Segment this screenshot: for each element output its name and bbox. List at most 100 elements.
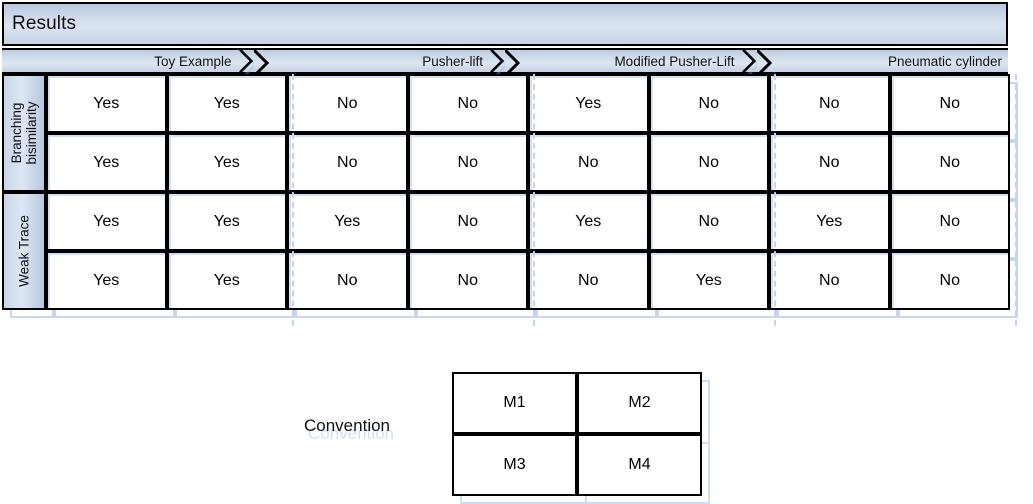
row-group-label-line: bisimilarity <box>24 101 39 165</box>
matrix-cell[interactable]: No <box>648 74 769 133</box>
matrix-cell[interactable]: Yes <box>166 133 287 192</box>
matrix-cell-value: Yes <box>93 212 120 230</box>
column-group-1[interactable]: Toy Example <box>2 48 257 78</box>
convention-cell[interactable]: M1 <box>452 372 577 434</box>
matrix-cell[interactable]: Yes <box>166 251 287 310</box>
group-guide-line-4 <box>1015 74 1017 326</box>
matrix-cell-value: Yes <box>816 212 843 230</box>
matrix-cell-value: Yes <box>213 153 240 171</box>
chevron-right-icon <box>741 48 756 74</box>
matrix-cell-value: Yes <box>93 271 120 289</box>
matrix-cell[interactable]: No <box>648 192 769 251</box>
chevron-notch-icon <box>756 48 772 78</box>
matrix-cell[interactable]: No <box>528 133 649 192</box>
matrix-cell[interactable]: Yes <box>166 74 287 133</box>
chevron-notch-icon <box>505 48 521 78</box>
matrix-cell[interactable]: No <box>769 74 890 133</box>
convention-cell[interactable]: M4 <box>577 434 702 496</box>
chevron-right-icon <box>490 48 505 74</box>
matrix-cell-value: No <box>337 271 358 289</box>
column-group-3[interactable]: Modified Pusher-Lift <box>505 48 760 78</box>
matrix-cell[interactable]: No <box>287 251 408 310</box>
matrix-cell[interactable]: No <box>889 251 1010 310</box>
column-group-label: Pneumatic cylinder <box>887 54 1002 69</box>
matrix-cell-value: Yes <box>213 212 240 230</box>
column-group-header: Toy Example Pusher-lift Modified Pusher-Li… <box>2 48 1008 78</box>
convention-cell-label: M1 <box>503 394 526 411</box>
convention-cell-label: M4 <box>628 456 651 473</box>
matrix-cell[interactable]: Yes <box>287 192 408 251</box>
matrix-cell[interactable]: Yes <box>166 192 287 251</box>
convention-cell[interactable]: M2 <box>577 372 702 434</box>
matrix-cell-value: No <box>819 271 840 289</box>
matrix-cell[interactable]: Yes <box>769 192 890 251</box>
page-title: Results <box>12 13 77 34</box>
column-group-4[interactable]: Pneumatic cylinder <box>756 48 1008 78</box>
group-guide-line-2 <box>533 74 535 326</box>
matrix-cell[interactable]: No <box>407 192 528 251</box>
matrix-cell[interactable]: Yes <box>46 74 167 133</box>
matrix-cell[interactable]: Yes <box>46 133 167 192</box>
convention-cell-label: M3 <box>503 456 526 473</box>
matrix-cell[interactable]: No <box>407 133 528 192</box>
matrix-cell-value: No <box>578 271 599 289</box>
group-guide-line-1 <box>292 74 294 326</box>
column-group-2[interactable]: Pusher-lift <box>253 48 509 78</box>
convention-cell[interactable]: M3 <box>452 434 577 496</box>
matrix-cell-value: Yes <box>575 94 602 112</box>
matrix-cell-value: No <box>939 212 960 230</box>
matrix-cell[interactable]: Yes <box>528 192 649 251</box>
row-group-label-line: Weak Trace <box>16 215 32 287</box>
matrix-cell[interactable]: No <box>407 74 528 133</box>
convention-label: Convention <box>304 416 391 435</box>
convention-label-ghost: Convention <box>308 424 395 443</box>
matrix-cell[interactable]: No <box>889 192 1010 251</box>
matrix-cell[interactable]: No <box>769 133 890 192</box>
matrix-cell-value: No <box>939 271 960 289</box>
matrix-cell-value: No <box>578 153 599 171</box>
matrix-cell-value: Yes <box>93 153 120 171</box>
matrix-cell[interactable]: No <box>889 133 1010 192</box>
chevron-notch-icon <box>253 48 269 78</box>
matrix-cell-value: No <box>819 94 840 112</box>
results-banner: Results <box>2 2 1008 46</box>
matrix-cell[interactable]: No <box>769 251 890 310</box>
matrix-cell[interactable]: No <box>528 251 649 310</box>
matrix-cell-value: No <box>337 94 358 112</box>
column-group-label: Pusher-lift <box>422 54 483 69</box>
matrix-cell-value: No <box>698 153 719 171</box>
column-group-label: Modified Pusher-Lift <box>614 54 735 69</box>
matrix-cell-value: Yes <box>575 212 602 230</box>
matrix-cell[interactable]: No <box>407 251 528 310</box>
group-guide-line-3 <box>774 74 776 326</box>
matrix-cell-value: No <box>457 212 478 230</box>
matrix-cell[interactable]: Yes <box>46 251 167 310</box>
chevron-right-icon <box>238 48 253 74</box>
matrix-cell[interactable]: No <box>648 133 769 192</box>
row-group-label-2[interactable]: Weak Trace <box>2 192 46 310</box>
matrix-cell-value: Yes <box>695 271 722 289</box>
column-group-label: Toy Example <box>154 54 232 69</box>
row-group-label-line: Branching <box>8 102 24 164</box>
matrix-cell-value: Yes <box>213 271 240 289</box>
matrix-cell-value: No <box>819 153 840 171</box>
matrix-cell-value: No <box>939 94 960 112</box>
matrix-cell-value: No <box>337 153 358 171</box>
matrix-cell-value: No <box>457 153 478 171</box>
matrix-cell[interactable]: No <box>889 74 1010 133</box>
matrix-cell[interactable]: No <box>287 74 408 133</box>
matrix-cell-value: Yes <box>213 94 240 112</box>
matrix-cell[interactable]: Yes <box>46 192 167 251</box>
matrix-cell-value: No <box>698 94 719 112</box>
matrix-cell[interactable]: Yes <box>648 251 769 310</box>
matrix-cell-value: No <box>698 212 719 230</box>
matrix-cell-value: Yes <box>93 94 120 112</box>
matrix-cell-value: Yes <box>334 212 361 230</box>
matrix-cell[interactable]: Yes <box>528 74 649 133</box>
matrix-cell[interactable]: No <box>287 133 408 192</box>
